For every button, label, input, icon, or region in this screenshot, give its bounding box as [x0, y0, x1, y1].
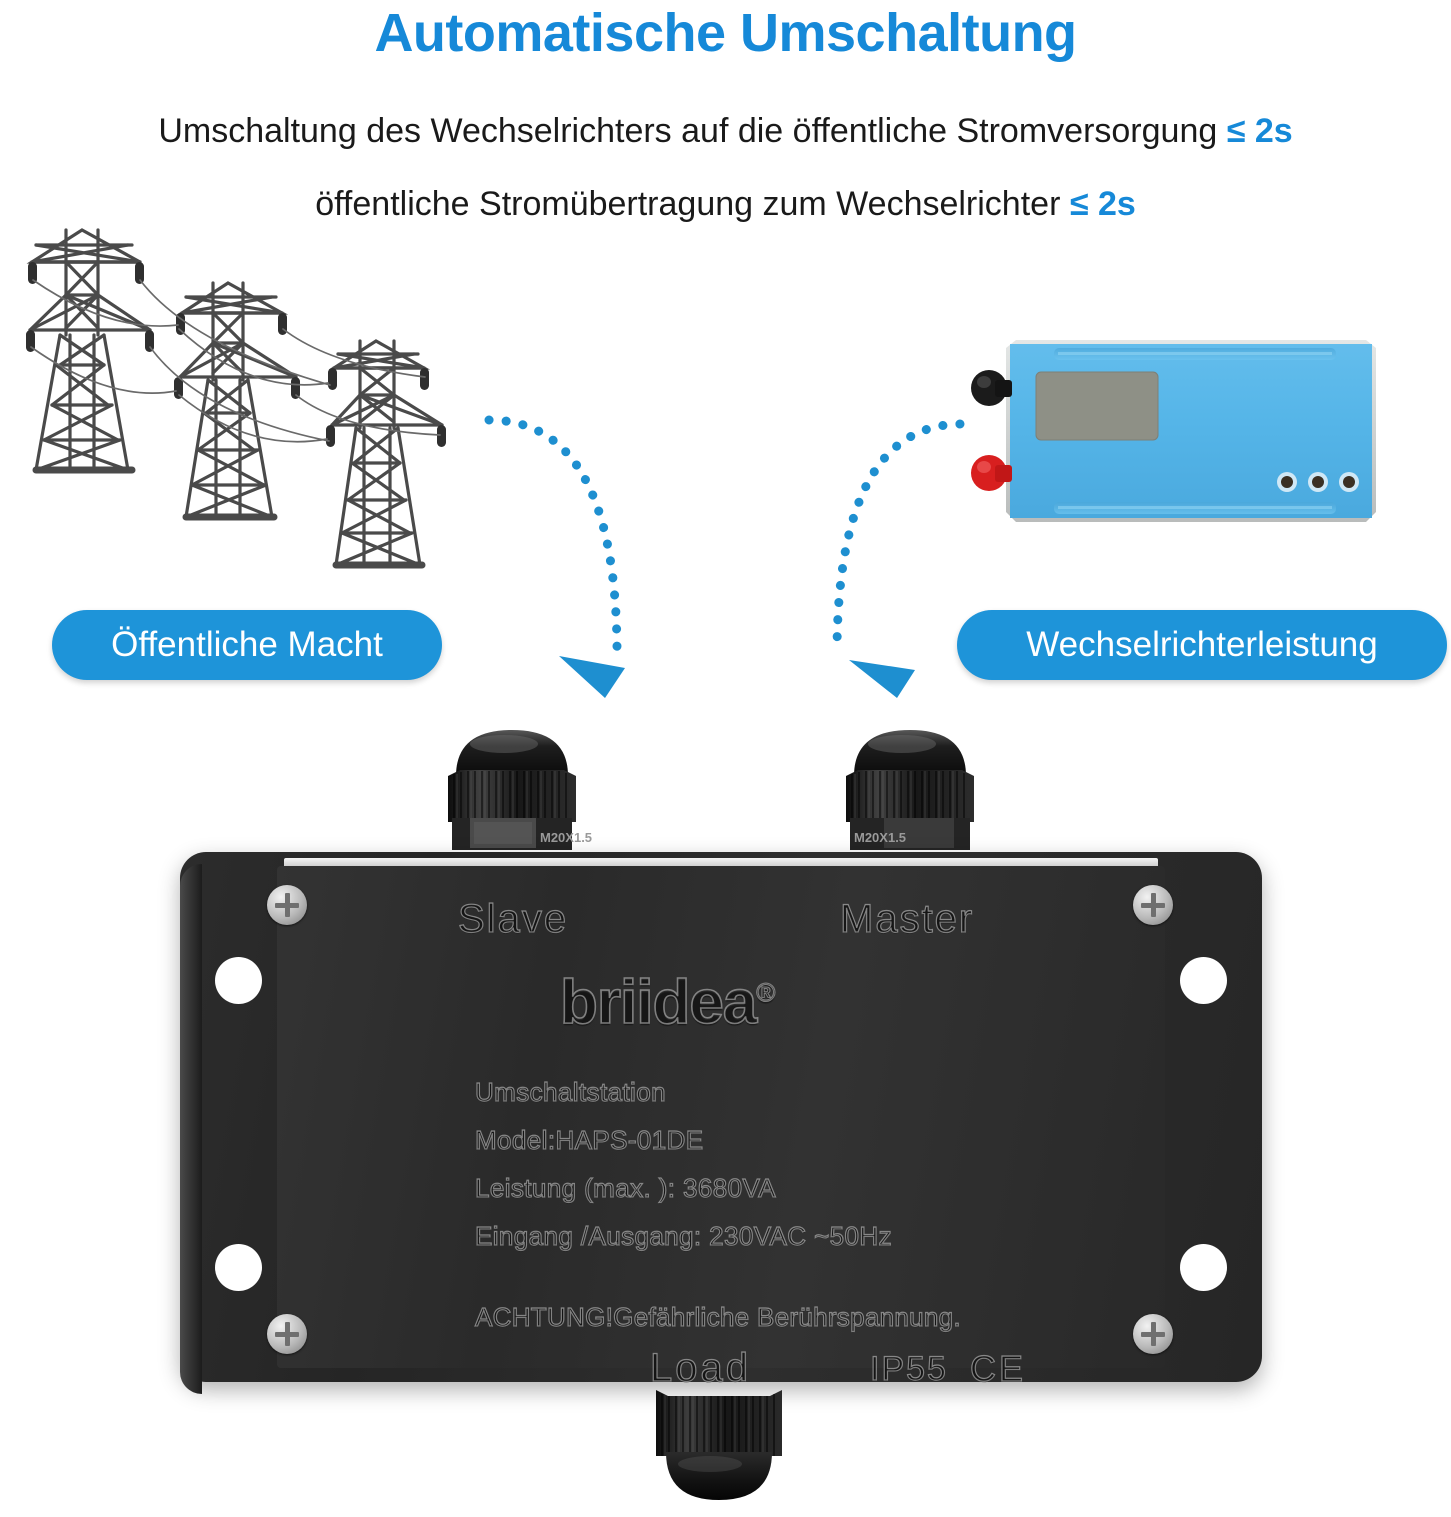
mounting-hole — [1180, 1244, 1227, 1291]
cable-gland-load — [638, 1388, 800, 1512]
spec-power: Leistung (max. ): 3680VA — [474, 1172, 777, 1203]
enclosure-front-face — [277, 866, 1165, 1368]
ip-rating-label: IP55 — [869, 1349, 948, 1388]
mounting-hole — [215, 957, 262, 1004]
brand-logo: briidea® — [559, 967, 776, 1038]
label-inverter-power: Wechselrichterleistung — [957, 610, 1447, 680]
spec-line-1-text: Umschaltung des Wechselrichters auf die … — [158, 112, 1218, 150]
spec-product-type: Umschaltstation — [474, 1076, 666, 1107]
brand-name: briidea — [559, 967, 758, 1038]
warning-text: ACHTUNG!Gefährliche Berührspannung. — [474, 1301, 961, 1332]
enclosure-left-bevel — [180, 864, 202, 1394]
phillips-screw-icon — [267, 885, 307, 925]
page-title: Automatische Umschaltung — [374, 3, 1077, 63]
mounting-hole — [215, 1244, 262, 1291]
mounting-hole — [1180, 957, 1227, 1004]
enclosure-body: Slave Master briidea® Umschaltstation Mo… — [180, 852, 1262, 1500]
svg-text:M20X1.5: M20X1.5 — [540, 830, 592, 845]
spec-line-1-value: ≤ 2s — [1226, 112, 1293, 150]
port-label-master: Master — [839, 896, 975, 941]
spec-line-inverter-to-grid: Umschaltung des Wechselrichters auf die … — [0, 112, 1451, 151]
cable-gland-master: M20X1.5 — [828, 718, 992, 850]
transfer-switch-device: M20X1.5 M20X1.5 — [180, 730, 1262, 1500]
phillips-screw-icon — [1133, 885, 1173, 925]
spec-model: Model:HAPS-01DE — [474, 1124, 704, 1155]
spec-line-2-text: öffentliche Stromübertragung zum Wechsel… — [315, 185, 1061, 223]
phillips-screw-icon — [267, 1314, 307, 1354]
label-public-power: Öffentliche Macht — [52, 610, 442, 680]
phillips-screw-icon — [1133, 1314, 1173, 1354]
spec-voltage: Eingang /Ausgang: 230VAC ~50Hz — [474, 1220, 892, 1251]
spec-line-2-value: ≤ 2s — [1069, 185, 1136, 223]
port-label-load: Load — [649, 1345, 751, 1390]
ce-mark-icon: CE — [969, 1347, 1027, 1389]
registered-trademark-icon: ® — [756, 977, 776, 1008]
dotted-curved-arrow-icon — [832, 419, 965, 698]
cable-gland-slave: M20X1.5 — [430, 718, 594, 850]
inverter-device-icon — [962, 330, 1407, 555]
flow-arrows-group — [455, 398, 995, 698]
spec-line-grid-to-inverter: öffentliche Stromübertragung zum Wechsel… — [0, 185, 1451, 224]
dotted-curved-arrow-icon — [484, 415, 625, 698]
power-transmission-tower-icon — [0, 225, 505, 590]
svg-text:M20X1.5: M20X1.5 — [854, 830, 906, 845]
port-label-slave: Slave — [457, 896, 569, 941]
